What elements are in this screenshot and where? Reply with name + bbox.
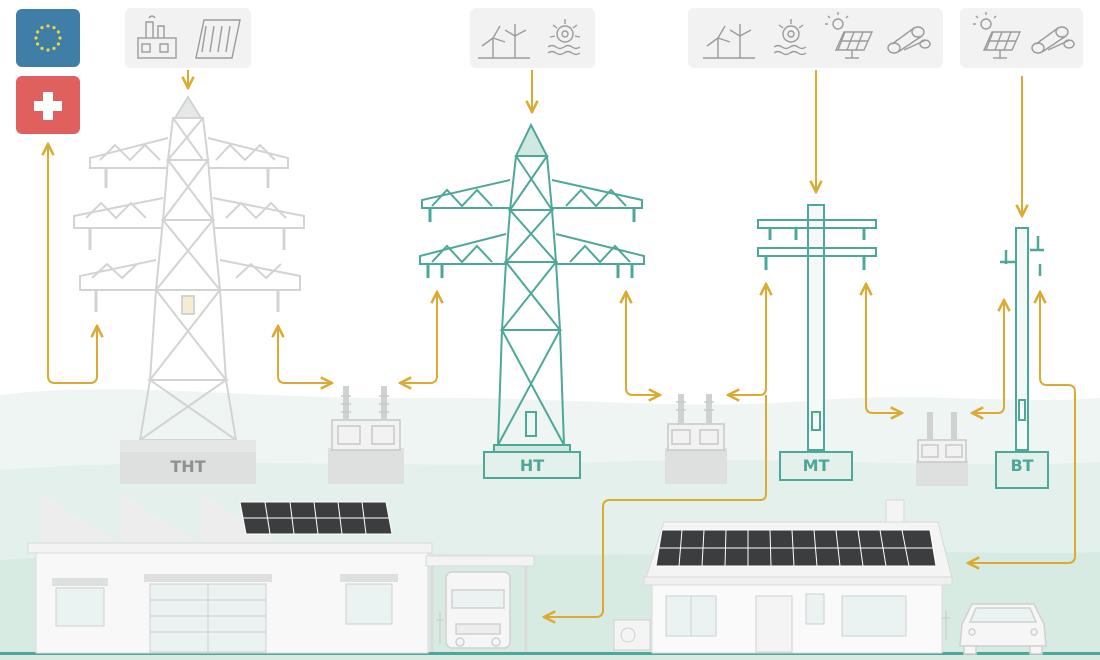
ht-tower [419,122,645,479]
power-plant-icon [137,15,177,59]
swiss-flag-icon [16,76,80,134]
factory-building [27,492,535,654]
source-box-mt [688,8,943,68]
biomass-logs-icon [887,26,931,54]
level-label-ht: HT [520,456,544,475]
solar-panel-icon [825,12,874,59]
transformer-mt-bt [916,412,968,486]
mt-pole [757,204,877,481]
wind-turbine-icon [703,24,755,59]
transformer-ht-mt [665,394,727,484]
transformer-tht-ht [328,386,404,484]
source-box-bt [960,8,1083,68]
house-building [613,499,953,654]
biomass-logs-icon [1031,26,1075,54]
wind-turbine-icon [478,24,530,59]
solar-panel-roof [655,529,937,567]
solar-panel-icon [973,12,1022,59]
level-label-bt: BT [1010,456,1033,475]
level-label-tht: THT [170,457,205,476]
electric-truck [436,571,511,649]
eu-flag-icon [16,9,80,67]
level-label-mt: MT [803,456,830,475]
solar-panel-roof [239,501,393,535]
flow-arrows [48,70,1076,617]
hydro-turbine-icon [547,19,581,56]
hydro-dam-icon [195,19,241,59]
electric-car [942,603,1047,655]
tht-tower [73,95,305,484]
source-box-tht [125,8,251,68]
hydro-turbine-icon [773,19,807,56]
source-box-ht [470,8,595,68]
